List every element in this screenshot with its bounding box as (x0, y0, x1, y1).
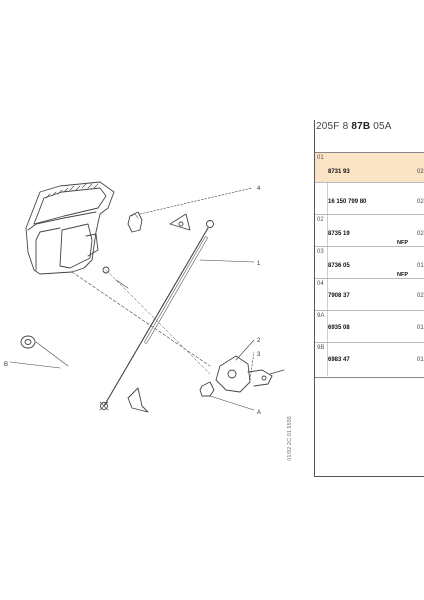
tailgate-window (33, 187, 107, 225)
part-number: 8736 05 (328, 263, 350, 269)
part-number: 6935 08 (328, 325, 350, 331)
table-row[interactable]: 04 7908 37 02 (315, 278, 424, 311)
row-index: 03 (317, 249, 324, 255)
row-index: 01 (317, 155, 324, 161)
part-number: 8731 93 (328, 169, 350, 175)
lower-mount-plate (127, 387, 149, 413)
table-row[interactable]: 9B 6983 47 01 (315, 342, 424, 378)
quantity: 02 (417, 231, 424, 237)
catalog-ref-group: 87B (351, 121, 371, 132)
callout-a: A (257, 410, 261, 416)
part-number: 6983 47 (328, 357, 350, 363)
row-index: 04 (317, 281, 324, 287)
table-row[interactable]: 16 150 799 80 02 (315, 182, 424, 215)
quantity: 02 (417, 199, 424, 205)
strut-lower-end (100, 402, 108, 410)
strut-upper-end (206, 220, 214, 228)
exploded-diagram: 4 1 2 3 A B (0, 120, 318, 480)
ball-stud-upper (127, 211, 143, 233)
callout-b: B (4, 362, 8, 368)
table-row[interactable]: 01 8731 93 02 (315, 152, 424, 183)
catalog-reference: 205F 8 87B 05A (316, 121, 392, 132)
table-row[interactable]: 03 8736 05 01 NFP (315, 246, 424, 279)
catalog-ref-suffix: 05A (370, 121, 392, 132)
lower-bracket (215, 355, 251, 393)
row-index: 9B (317, 345, 325, 351)
ball-stud-lower (199, 381, 215, 397)
quantity: 02 (417, 169, 424, 175)
index-column-divider (327, 152, 328, 376)
nfp-flag: NFP (397, 240, 408, 246)
catalog-ref-prefix: 205F 8 (316, 121, 352, 132)
table-row[interactable]: 9A 6935 08 01 (315, 310, 424, 343)
tailgate-strut-drawing: 4 1 2 3 A B (4, 181, 285, 416)
parts-table (314, 120, 424, 477)
nfp-flag: NFP (397, 272, 408, 278)
quantity: 01 (417, 263, 424, 269)
callout-1: 1 (257, 261, 261, 267)
gas-strut-rod (103, 227, 209, 407)
callout-2: 2 (257, 338, 261, 344)
grommet (20, 335, 36, 349)
table-row[interactable]: 02 8735 19 02 NFP (315, 214, 424, 247)
part-number: 16 150 799 80 (328, 199, 367, 205)
callout-4: 4 (257, 186, 261, 192)
part-number: 8735 19 (328, 231, 350, 237)
row-index: 02 (317, 217, 324, 223)
tailgate-lower-panel (59, 223, 93, 269)
quantity: 01 (417, 325, 424, 331)
drawing-reference-code: 01/92 2C 01.5555 (287, 416, 293, 461)
upper-bracket (169, 213, 191, 231)
quantity: 02 (417, 293, 424, 299)
quantity: 01 (417, 357, 424, 363)
callout-3: 3 (257, 352, 261, 358)
part-number: 7908 37 (328, 293, 350, 299)
tailgate-frame (25, 181, 115, 275)
row-index: 9A (317, 313, 325, 319)
